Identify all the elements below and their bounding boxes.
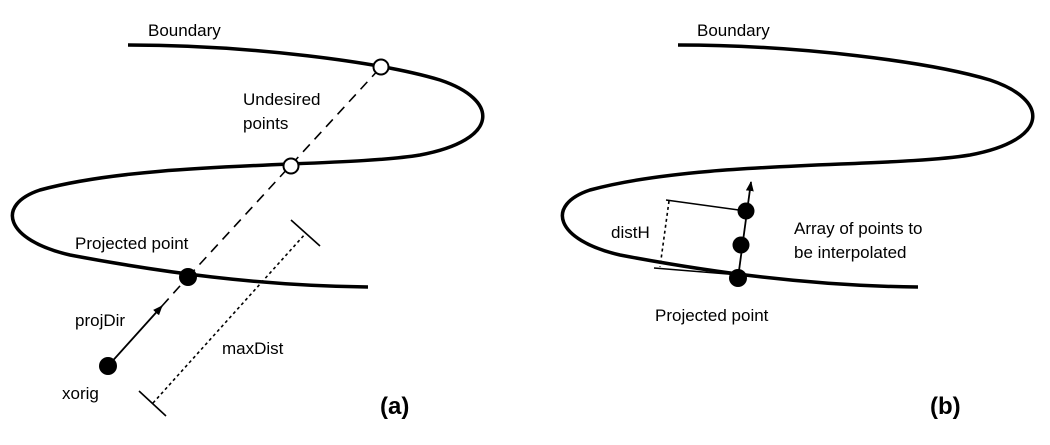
interpolation-direction-arrow (737, 181, 754, 279)
boundary-curve-a (10, 43, 485, 289)
undesired-point-upper (372, 58, 390, 76)
array-point-top (737, 202, 755, 220)
array-label-line2: be interpolated (794, 243, 906, 262)
maxdist-tick-top (290, 219, 321, 247)
projected-point-label-a: Projected point (75, 234, 189, 253)
disth-bottom-line (653, 267, 741, 276)
projdir-arrow-continuation (161, 276, 189, 307)
boundary-label-a: Boundary (148, 21, 221, 40)
maxdist-tick-bottom (138, 390, 167, 417)
undesired-label-line1: Undesired (243, 90, 321, 109)
projdir-label: projDir (75, 311, 125, 330)
xorig-label: xorig (62, 384, 99, 403)
projected-point-b (729, 269, 747, 287)
panel-a-tag: (a) (380, 393, 409, 420)
panel-a: Boundary Undesired points Projected poin… (10, 21, 485, 420)
xorig-point (99, 357, 117, 375)
boundary-label-b: Boundary (697, 21, 770, 40)
disth-label: distH (611, 223, 650, 242)
projection-dashed-line (187, 66, 382, 278)
projdir-arrow (107, 305, 163, 367)
disth-dotted-line (659, 200, 670, 268)
disth-top-line (665, 199, 747, 212)
maxdist-label: maxDist (222, 339, 284, 358)
projected-point-label-b: Projected point (655, 306, 769, 325)
undesired-point-lower (282, 157, 300, 175)
projected-point-a (179, 268, 197, 286)
undesired-label-line2: points (243, 114, 288, 133)
panel-b: Boundary distH Array of points to be int… (560, 21, 1035, 420)
array-point-middle (732, 236, 750, 254)
panel-b-tag: (b) (930, 393, 961, 420)
maxdist-dotted-line (152, 232, 307, 404)
array-label-line1: Array of points to (794, 219, 923, 238)
boundary-curve-b (560, 43, 1035, 289)
